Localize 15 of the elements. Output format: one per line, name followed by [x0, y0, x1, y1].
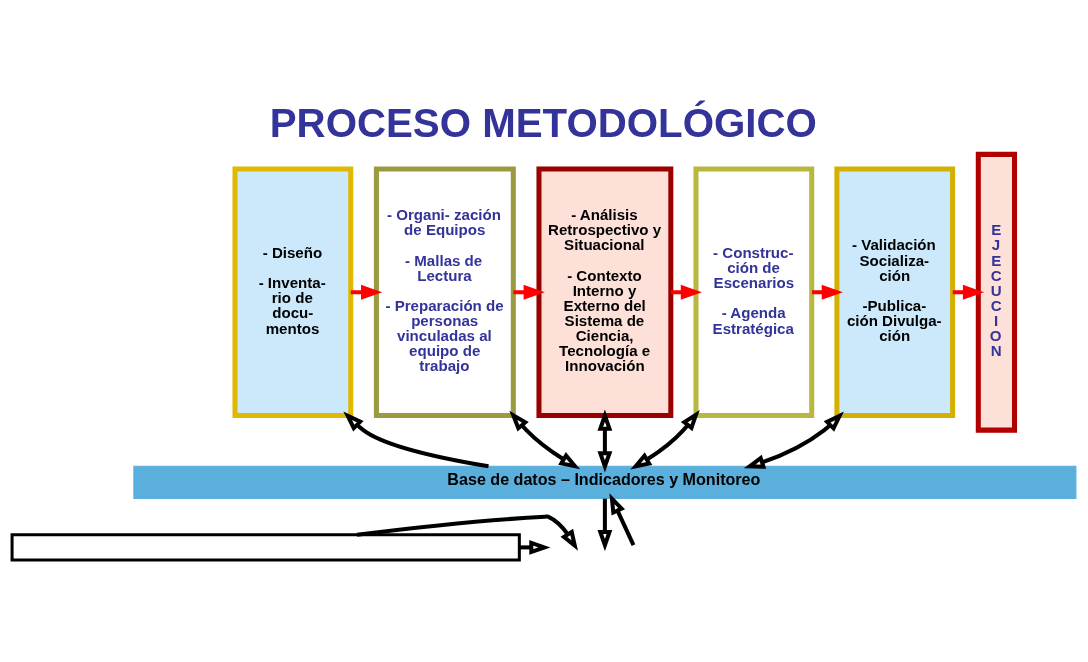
arrow — [597, 498, 613, 552]
arrow — [743, 411, 844, 469]
node-box: - Análisis Retrospectivo y Situacional - Contexto Interno y Externo del Sistema de Ciencia, Tecnología e Innovación — [536, 166, 674, 419]
arrow — [609, 493, 636, 546]
node-box: - Organi- zación de Equipos - Mallas de Lectura - Preparación de personas vinculadas al equipo de trabajo — [373, 166, 516, 419]
node-box: - Diseño - Inventa- rio de docu- mentos — [232, 166, 354, 419]
diagram-title: PROCESO METODOLÓGICO — [269, 101, 817, 147]
node-box — [10, 533, 521, 562]
arrow — [597, 409, 613, 473]
arrow — [630, 409, 700, 470]
node-box: Base de datos – Indicadores y Monitoreo — [133, 465, 1077, 500]
node-box: - Validación Socializa- ción -Publica- ción Divulga- ción — [834, 166, 956, 419]
node-box: EJECUCION — [975, 151, 1018, 433]
node-box: - Construc- ción de Escenarios - Agenda Estratégica — [693, 166, 815, 419]
arrow — [509, 410, 581, 470]
